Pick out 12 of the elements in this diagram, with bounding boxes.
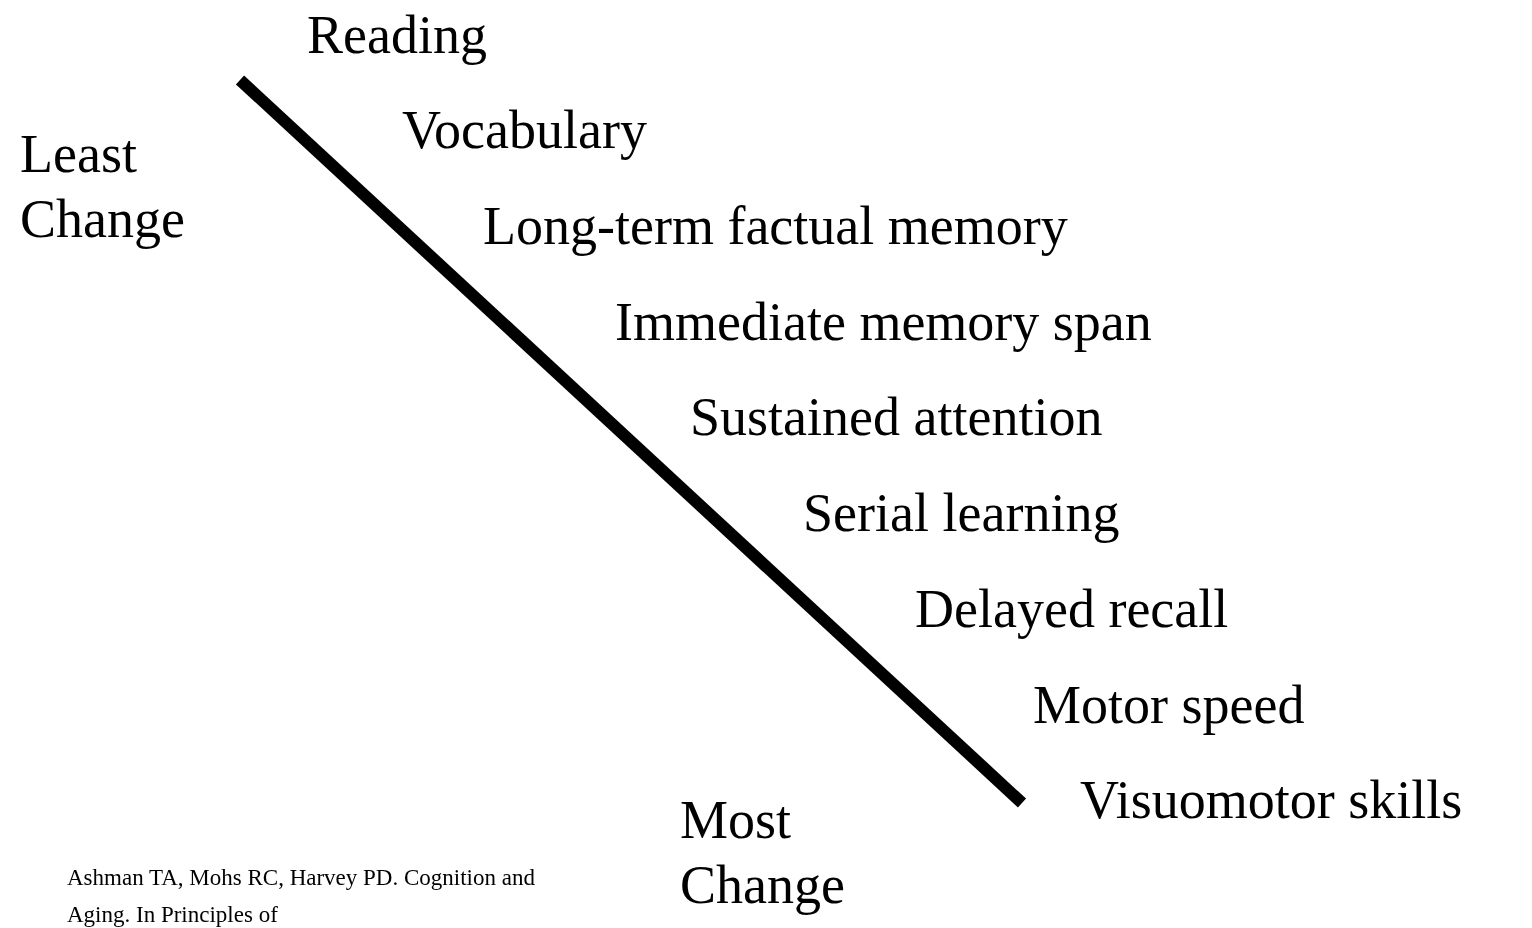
scale-label: Reading [307, 4, 487, 67]
scale-label: Serial learning [803, 482, 1120, 545]
citation-text: Ashman TA, Mohs RC, Harvey PD. Cognition and Aging. In Principles of [67, 864, 536, 928]
scale-label: Sustained attention [690, 386, 1103, 449]
scale-label: Long-term factual memory [483, 195, 1068, 258]
scale-label: Vocabulary [402, 99, 647, 162]
scale-label: Delayed recall [915, 578, 1229, 641]
scale-label: Most Change [680, 789, 846, 917]
scale-label: Motor speed [1033, 674, 1305, 737]
scale-label: Least Change [20, 123, 186, 251]
scale-label: Visuomotor skills [1080, 769, 1463, 832]
scale-label: Immediate memory span [615, 291, 1152, 354]
